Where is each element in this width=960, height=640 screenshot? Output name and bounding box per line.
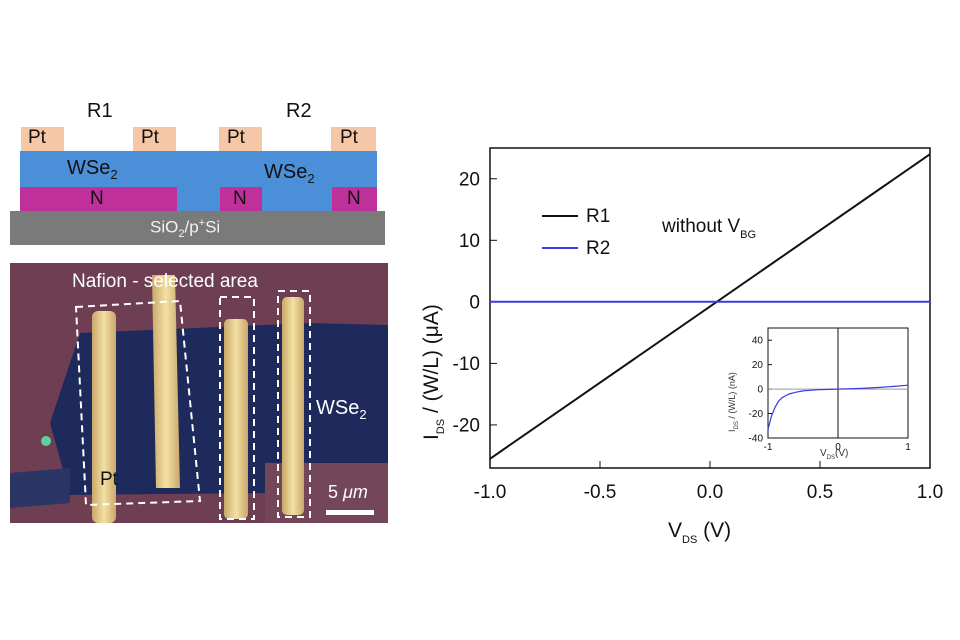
pt-label-2: Pt bbox=[141, 127, 159, 148]
pt-contact-3 bbox=[219, 127, 262, 151]
micrograph-title: Nafion - selected area bbox=[72, 271, 258, 292]
nafion-region-1 bbox=[20, 187, 177, 211]
scale-bar-label: 5 μm bbox=[328, 482, 368, 502]
micrograph-wse2-label: WSe2 bbox=[316, 397, 367, 422]
n-label-2: N bbox=[233, 188, 247, 209]
inset-x-tick-label: 1 bbox=[905, 442, 911, 453]
inset-y-tick-label: 40 bbox=[752, 336, 764, 347]
n-label-1: N bbox=[90, 188, 104, 209]
pt-label-4: Pt bbox=[340, 127, 358, 148]
main-plot-frame bbox=[489, 147, 931, 469]
inset-plot-frame bbox=[767, 327, 909, 439]
main-x-tick-label: 0.5 bbox=[807, 482, 833, 503]
main-x-tick-label: -0.5 bbox=[584, 482, 617, 503]
wse2-label-right: WSe2 bbox=[264, 161, 315, 186]
inset-y-tick-label: -40 bbox=[749, 434, 764, 445]
pt-label-3: Pt bbox=[227, 127, 245, 148]
chart-annotation: without VBG bbox=[661, 216, 756, 241]
optical-micrograph: Nafion - selected area Pt WSe2 5 μm bbox=[10, 263, 388, 523]
inset-y-tick-label: 20 bbox=[752, 360, 764, 371]
main-y-tick-label: -20 bbox=[453, 416, 480, 437]
inset-x-tick-label: 0 bbox=[835, 442, 841, 453]
main-series-r1-line bbox=[489, 153, 931, 460]
main-x-tick-label: 0.0 bbox=[697, 482, 723, 503]
micrograph-image bbox=[10, 263, 388, 523]
main-y-tick-label: -10 bbox=[453, 354, 480, 375]
nafion-region-2 bbox=[220, 187, 262, 211]
micrograph-pt-label: Pt bbox=[100, 469, 118, 490]
main-x-tick-label: -1.0 bbox=[474, 482, 507, 503]
inset-y-tick-label: -20 bbox=[749, 409, 764, 420]
inset-x-axis-label: VDS(V) bbox=[820, 448, 848, 461]
legend-r2-label: R2 bbox=[586, 238, 610, 259]
legend-r1-label: R1 bbox=[586, 206, 610, 227]
nafion-region-3 bbox=[332, 187, 377, 211]
y-axis-label: IDS / (W/L) (μA) bbox=[420, 304, 447, 440]
wse2-layer bbox=[20, 151, 377, 187]
main-x-tick-label: 1.0 bbox=[917, 482, 943, 503]
pt-label-1: Pt bbox=[28, 127, 46, 148]
pt-contact-2 bbox=[133, 127, 176, 151]
x-axis-label: VDS (V) bbox=[668, 519, 731, 546]
scale-bar bbox=[326, 510, 374, 515]
main-y-tick-label: 0 bbox=[469, 292, 480, 313]
main-y-tick-label: 10 bbox=[459, 231, 480, 252]
pt-contact-1 bbox=[21, 127, 64, 151]
inset-series-r2-line bbox=[767, 384, 909, 430]
r2-label: R2 bbox=[286, 100, 312, 122]
inset-x-tick-label: -1 bbox=[764, 442, 773, 453]
inset-y-axis-label: IDS / (W/L) (nA) bbox=[727, 372, 740, 432]
substrate-layer bbox=[10, 211, 385, 245]
n-label-3: N bbox=[347, 188, 361, 209]
r1-label: R1 bbox=[87, 100, 113, 122]
substrate-label: SiO2/p+Si bbox=[150, 217, 221, 241]
wse2-label-left: WSe2 bbox=[67, 157, 118, 182]
device-schematic: R1 R2 Pt Pt Pt Pt WSe2 WSe2 N N N SiO2/p… bbox=[0, 0, 400, 250]
pt-contact-4 bbox=[331, 127, 376, 151]
main-y-tick-label: 20 bbox=[459, 169, 480, 190]
inset-y-tick-label: 0 bbox=[757, 385, 763, 396]
